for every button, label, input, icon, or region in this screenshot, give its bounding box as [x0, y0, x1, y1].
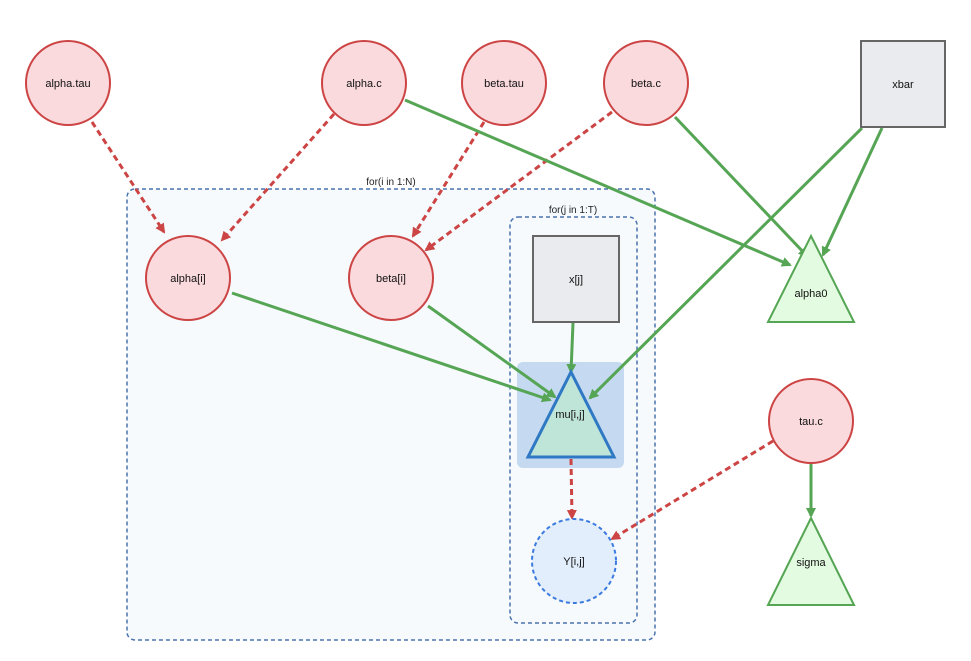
- edge-alpha-tau-to-alpha-i: [90, 121, 166, 234]
- node-beta-i[interactable]: beta[i]: [348, 235, 434, 321]
- edges: [90, 98, 884, 541]
- edge-beta-i-to-mu: [427, 304, 557, 399]
- node-xbar[interactable]: xbar: [860, 40, 946, 128]
- node-alpha-i[interactable]: alpha[i]: [145, 235, 231, 321]
- node-beta-tau-label: beta.tau: [484, 78, 524, 90]
- edge-xbar-to-alpha0: [821, 127, 884, 257]
- node-beta-i-label: beta[i]: [376, 273, 406, 285]
- node-alpha-tau-label: alpha.tau: [45, 78, 90, 90]
- node-sigma-label: sigma: [796, 557, 826, 569]
- plate-outer-label: for(i in 1:N): [366, 177, 415, 188]
- node-mu-ij[interactable]: mu[i,j]: [525, 368, 617, 459]
- node-alpha-c[interactable]: alpha.c: [321, 40, 407, 126]
- node-beta-tau-shape: [461, 40, 547, 126]
- edge-xbar-to-mu: [588, 126, 864, 400]
- node-x-j-label: x[j]: [569, 274, 583, 286]
- edge-beta-c-to-alpha0: [673, 115, 809, 258]
- node-tau-c-shape: [768, 378, 854, 464]
- node-beta-i-shape: [348, 235, 434, 321]
- node-mu-ij-shape: [525, 368, 617, 459]
- node-mu-ij-label: mu[i,j]: [555, 409, 584, 421]
- node-alpha-tau[interactable]: alpha.tau: [25, 40, 111, 126]
- plate-inner-label: for(j in 1:T): [549, 205, 597, 216]
- node-alpha0[interactable]: alpha0: [766, 233, 856, 323]
- edge-beta-tau-to-beta-i: [411, 121, 486, 238]
- edge-beta-c-to-beta-i: [424, 110, 613, 252]
- node-beta-c-label: beta.c: [631, 78, 661, 90]
- node-beta-c[interactable]: beta.c: [603, 40, 689, 126]
- node-y-ij-label: Y[i,j]: [563, 556, 584, 568]
- node-x-j[interactable]: x[j]: [532, 235, 620, 323]
- node-tau-c-label: tau.c: [799, 416, 823, 428]
- node-alpha0-shape: [766, 233, 856, 323]
- node-alpha-c-shape: [321, 40, 407, 126]
- node-xbar-shape: [860, 40, 946, 128]
- node-alpha-tau-shape: [25, 40, 111, 126]
- node-beta-tau[interactable]: beta.tau: [461, 40, 547, 126]
- node-x-j-shape: [532, 235, 620, 323]
- node-alpha-i-shape: [145, 235, 231, 321]
- node-alpha-c-label: alpha.c: [346, 78, 382, 90]
- node-alpha-i-label: alpha[i]: [170, 273, 205, 285]
- node-tau-c[interactable]: tau.c: [768, 378, 854, 464]
- node-y-ij[interactable]: Y[i,j]: [531, 518, 617, 604]
- node-xbar-label: xbar: [892, 79, 914, 91]
- node-sigma[interactable]: sigma: [766, 515, 856, 606]
- edge-alpha-c-to-alpha0: [404, 98, 792, 267]
- node-alpha0-label: alpha0: [794, 288, 827, 300]
- edge-tau-c-to-y: [610, 439, 774, 541]
- edge-alpha-i-to-mu: [231, 291, 552, 403]
- node-beta-c-shape: [603, 40, 689, 126]
- edge-x-j-to-mu: [566, 322, 577, 374]
- node-sigma-shape: [766, 515, 856, 606]
- edge-alpha-c-to-alpha-i: [220, 113, 336, 242]
- node-y-ij-shape: [531, 518, 617, 604]
